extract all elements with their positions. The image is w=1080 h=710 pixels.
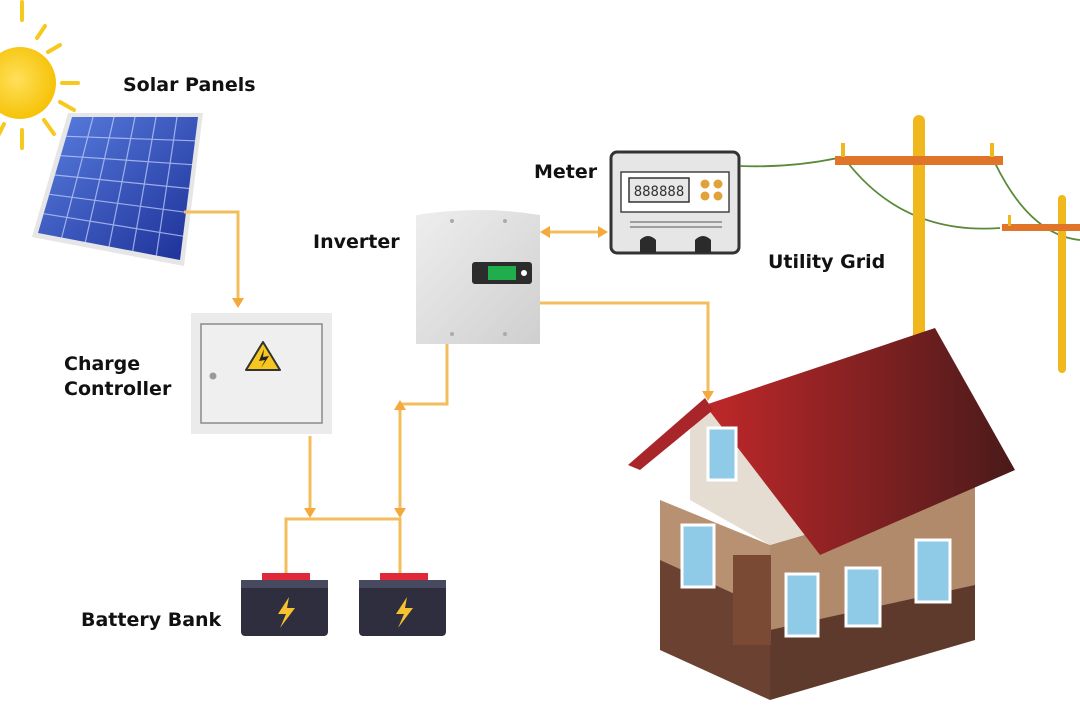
solar-panel-icon bbox=[32, 113, 203, 266]
svg-text:888888: 888888 bbox=[634, 184, 685, 200]
solar-panels-label: Solar Panels bbox=[123, 74, 256, 96]
charge-controller-label-line2: Controller bbox=[64, 378, 172, 400]
battery-icon bbox=[359, 573, 446, 636]
utility-grid-label: Utility Grid bbox=[768, 251, 885, 273]
charge-controller-label-line1: Charge bbox=[64, 353, 140, 375]
inverter-label: Inverter bbox=[313, 231, 400, 253]
battery-icon bbox=[241, 573, 328, 636]
meter-label: Meter bbox=[534, 161, 598, 183]
connection-wires bbox=[184, 210, 714, 580]
utility-pole-icon bbox=[739, 115, 1080, 373]
house-icon bbox=[628, 328, 1015, 700]
battery-bank-label: Battery Bank bbox=[81, 609, 222, 631]
meter-icon: 888888 bbox=[609, 150, 741, 255]
inverter-icon bbox=[416, 210, 540, 344]
sun-icon bbox=[0, 0, 80, 150]
charge-controller-icon bbox=[191, 313, 332, 434]
